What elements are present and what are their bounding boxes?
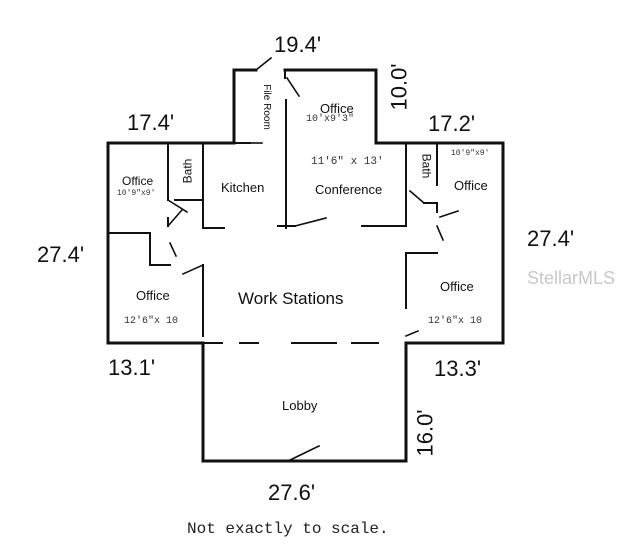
- dimension-top-right: 17.2': [428, 111, 476, 136]
- dimension-top-left: 17.4': [127, 110, 175, 135]
- room-lobby: Lobby: [282, 398, 318, 413]
- door-office-bl: [181, 263, 205, 276]
- door-bath-left: [166, 198, 189, 214]
- dimension-bottom-right: 13.3': [434, 356, 482, 381]
- door-entry-top: [254, 56, 273, 72]
- room-office-bl: Office: [136, 288, 170, 303]
- room-office-br: Office: [440, 279, 474, 294]
- room-conference-size: 11'6" x 13': [311, 156, 384, 168]
- door-office-br: [404, 329, 420, 338]
- room-file-room: File Room: [260, 84, 272, 130]
- door-office-tl: [166, 208, 184, 228]
- watermark-logo: StellarMLS: [527, 268, 616, 288]
- door-office-tr-2: [435, 224, 445, 242]
- room-bath-left: Bath: [180, 158, 195, 184]
- outer-walls: [106, 68, 505, 463]
- scale-note: Not exactly to scale.: [187, 520, 389, 538]
- outer-wall-path: [106, 68, 505, 463]
- room-office-top-size: 10'x9'3": [306, 114, 355, 125]
- room-office-br-size: 12'6"x 10: [428, 316, 483, 327]
- door-conference: [294, 217, 327, 227]
- dimension-bottom: 27.6': [268, 480, 316, 505]
- room-office-tr: Office: [454, 178, 488, 193]
- room-office-top: Office: [320, 101, 354, 116]
- room-office-tr-size: 10'9"x9': [451, 149, 490, 158]
- dimension-right: 27.4': [527, 226, 575, 251]
- doors: [166, 56, 460, 463]
- room-kitchen: Kitchen: [221, 180, 265, 195]
- room-office-bl-size: 12'6"x 10: [124, 316, 179, 327]
- room-conference: Conference: [315, 182, 383, 197]
- dimension-top: 19.4': [274, 32, 322, 57]
- dimension-left: 27.4': [37, 242, 85, 267]
- door-office-top: [285, 76, 301, 98]
- dimension-bottom-left: 13.1': [108, 355, 156, 380]
- dimension-lobby-right: 16.0': [412, 409, 438, 457]
- room-work-stations: Work Stations: [238, 289, 344, 308]
- room-office-tl: Office: [122, 174, 154, 188]
- door-office-tr: [438, 209, 460, 219]
- door-lobby: [286, 444, 321, 463]
- door-bath-right: [408, 189, 426, 205]
- door-closet: [168, 241, 178, 258]
- dimension-file-room-right: 10.0': [386, 63, 412, 111]
- room-office-tl-size: 10'9"x9': [117, 189, 156, 198]
- interior-walls: [107, 69, 438, 344]
- room-bath-right: Bath: [419, 153, 434, 179]
